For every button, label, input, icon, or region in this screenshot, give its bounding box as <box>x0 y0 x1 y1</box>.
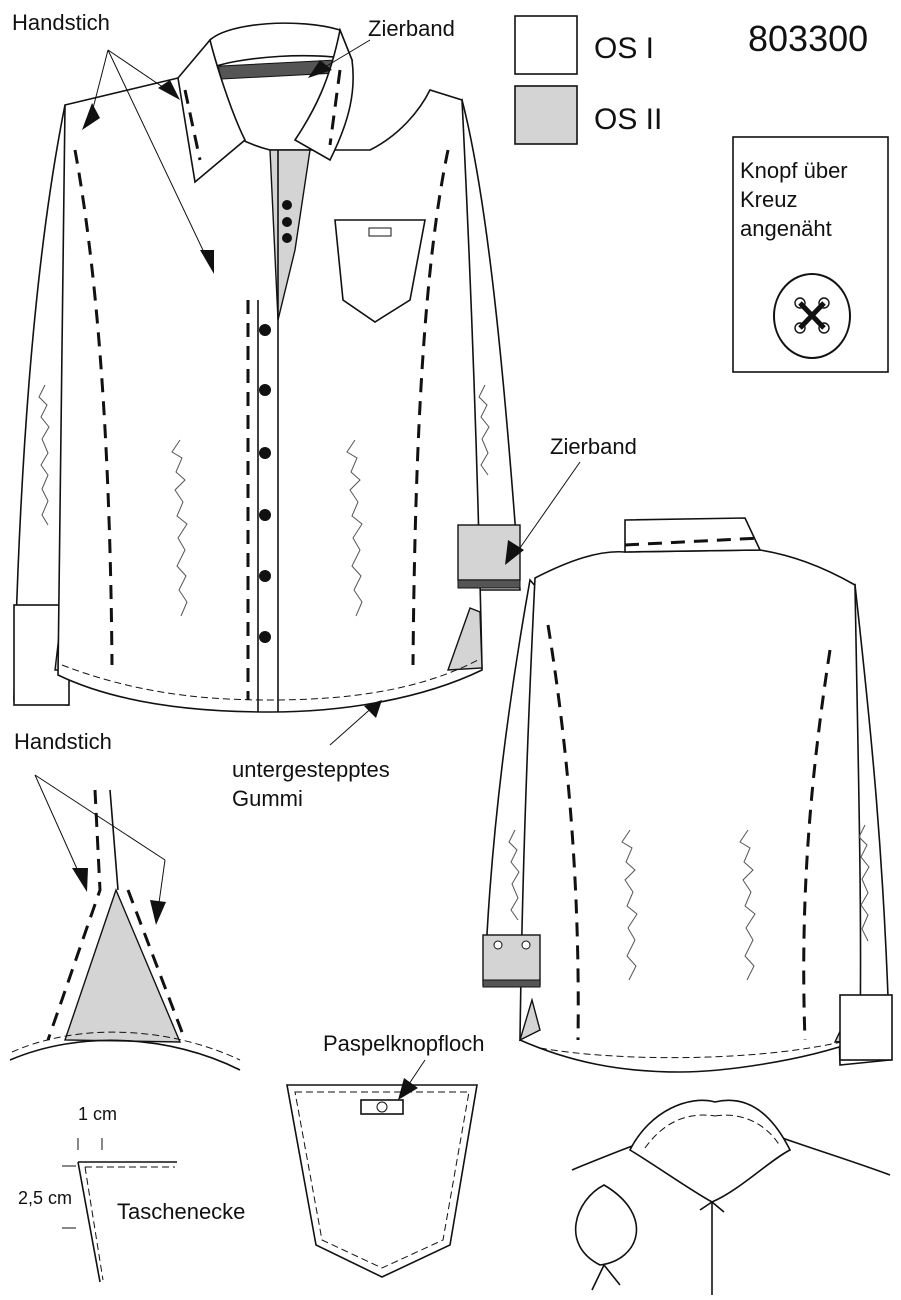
label-gummi-line2: Gummi <box>232 786 303 811</box>
label-gummi-line1: untergestepptes <box>232 757 390 782</box>
label-taschenecke: Taschenecke <box>117 1199 246 1224</box>
button-note: Knopf über Kreuz angenäht <box>740 156 880 243</box>
back-collar <box>624 517 762 553</box>
pocket-corner-detail <box>62 1138 177 1283</box>
handstich-detail <box>9 774 241 1071</box>
front-body <box>57 77 483 713</box>
collar-detail <box>571 1099 891 1295</box>
back-view-shirt <box>482 517 893 1073</box>
front-right-side-gusset <box>446 607 483 671</box>
front-view-shirt <box>13 22 521 713</box>
legend-swatch-os1 <box>514 15 578 75</box>
button-note-line-1: Knopf über <box>740 158 848 183</box>
button-note-line-3: angenäht <box>740 216 832 241</box>
label-measure-1cm: 1 cm <box>78 1104 118 1124</box>
legend-label-os2: OS II <box>594 103 663 136</box>
legend-label-os1: OS I <box>594 32 655 65</box>
button-note-line-2: Kreuz <box>740 187 798 212</box>
label-handstich-top: Handstich <box>12 10 110 35</box>
label-handstich-detail: Handstich <box>14 729 112 754</box>
callout-arrows-front <box>82 39 581 746</box>
article-number: 803300 <box>748 18 869 59</box>
label-paspelknopfloch: Paspelknopfloch <box>323 1031 485 1056</box>
front-collar-left <box>177 38 246 184</box>
front-chest-pocket <box>334 219 426 323</box>
cross-stitch-icon <box>794 297 830 334</box>
label-zierband-top: Zierband <box>368 16 455 41</box>
legend-swatch-os2 <box>514 85 578 145</box>
front-right-cuff-trim <box>457 579 521 589</box>
back-left-cuff <box>482 934 541 986</box>
label-measure-2-5cm: 2,5 cm <box>18 1188 73 1208</box>
pocket-flat-detail <box>286 1059 478 1278</box>
label-zierband-cuff: Zierband <box>550 434 637 459</box>
